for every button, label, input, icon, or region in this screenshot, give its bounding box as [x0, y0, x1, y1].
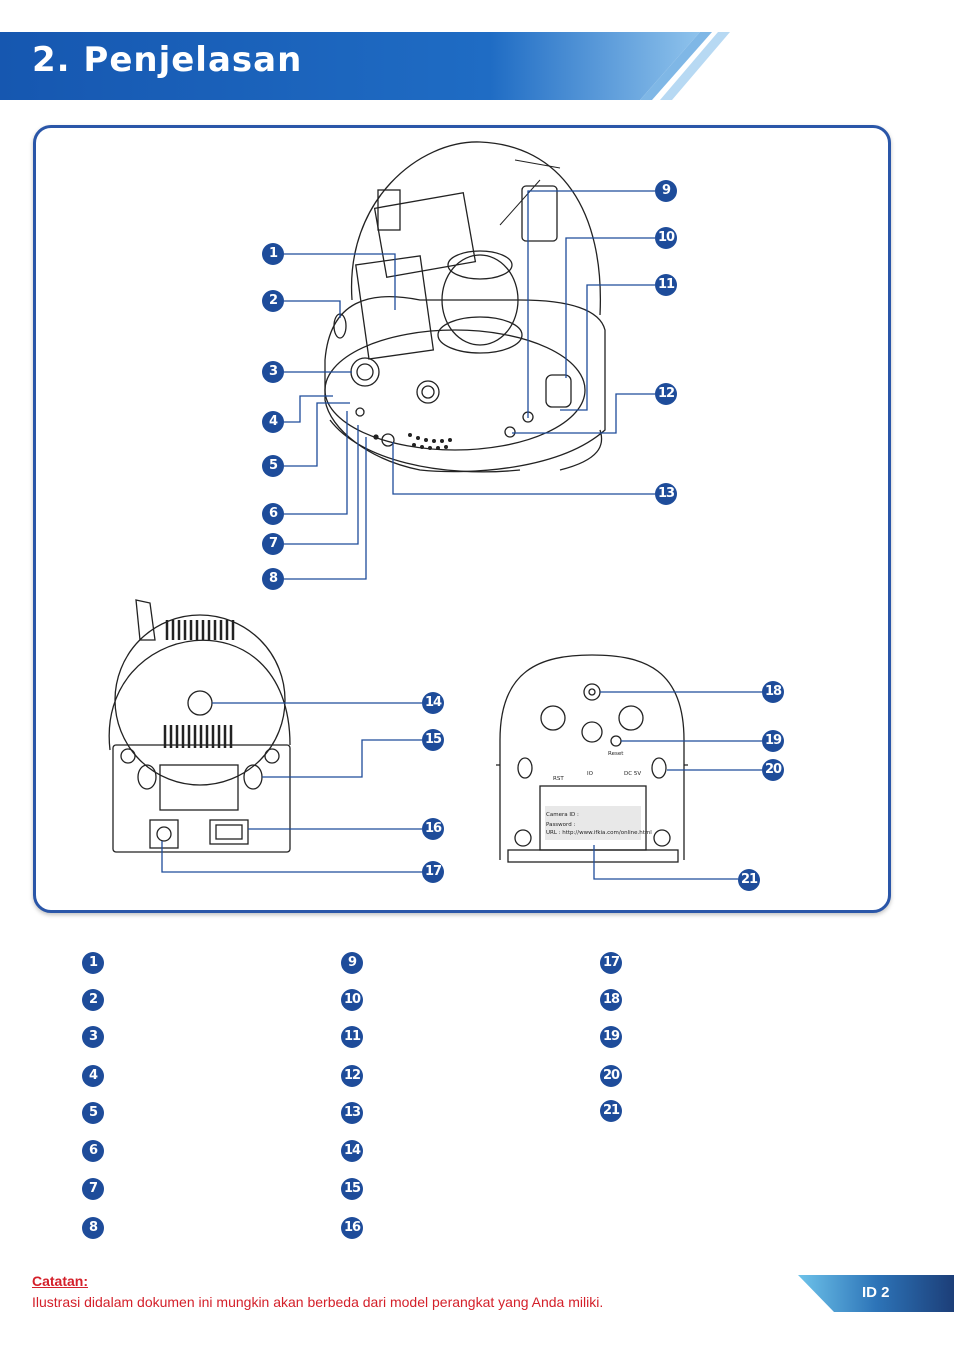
callout-1: 1 — [262, 243, 284, 265]
legend-badge-9: 9 — [341, 952, 363, 974]
legend-badge-1: 1 — [82, 952, 104, 974]
legend-badge-16: 16 — [341, 1217, 363, 1239]
page-title: 2. Penjelasan — [32, 40, 303, 80]
dc-label: DC 5V — [624, 771, 641, 777]
legend-badge-18: 18 — [600, 989, 622, 1011]
legend-badge-15: 15 — [341, 1178, 363, 1200]
callout-7: 7 — [262, 533, 284, 555]
callout-15: 15 — [422, 729, 444, 751]
diagram-frame — [33, 125, 891, 913]
callout-16: 16 — [422, 818, 444, 840]
callout-14: 14 — [422, 692, 444, 714]
callout-19: 19 — [762, 730, 784, 752]
legend-badge-10: 10 — [341, 989, 363, 1011]
callout-9: 9 — [655, 180, 677, 202]
legend-badge-13: 13 — [341, 1102, 363, 1124]
io-label: IO — [587, 771, 594, 777]
url-label: URL : http://www.ifkia.com/online.html — [546, 830, 652, 836]
legend-badge-2: 2 — [82, 989, 104, 1011]
callout-20: 20 — [762, 759, 784, 781]
callout-10: 10 — [655, 227, 677, 249]
camera-id-label: Camera ID : — [546, 812, 579, 818]
legend-badge-4: 4 — [82, 1065, 104, 1087]
legend-badge-3: 3 — [82, 1026, 104, 1048]
callout-8: 8 — [262, 568, 284, 590]
callout-2: 2 — [262, 290, 284, 312]
callout-12: 12 — [655, 383, 677, 405]
legend-badge-6: 6 — [82, 1140, 104, 1162]
callout-13: 13 — [655, 483, 677, 505]
callout-4: 4 — [262, 411, 284, 433]
password-label: Password : — [546, 822, 575, 828]
legend-badge-5: 5 — [82, 1102, 104, 1124]
legend-badge-17: 17 — [600, 952, 622, 974]
callout-21: 21 — [738, 869, 760, 891]
callout-5: 5 — [262, 455, 284, 477]
note-text: Ilustrasi didalam dokumen ini mungkin ak… — [32, 1294, 604, 1310]
reset-label: Reset — [608, 751, 624, 757]
callout-3: 3 — [262, 361, 284, 383]
page-number: ID 2 — [862, 1284, 890, 1301]
note-title: Catatan: — [32, 1273, 89, 1289]
callout-17: 17 — [422, 861, 444, 883]
legend-badge-11: 11 — [341, 1026, 363, 1048]
legend-badge-14: 14 — [341, 1140, 363, 1162]
legend-badge-7: 7 — [82, 1178, 104, 1200]
legend-badge-21: 21 — [600, 1100, 622, 1122]
legend-badge-12: 12 — [341, 1065, 363, 1087]
callout-11: 11 — [655, 274, 677, 296]
legend-badge-20: 20 — [600, 1065, 622, 1087]
callout-18: 18 — [762, 681, 784, 703]
legend-badge-19: 19 — [600, 1026, 622, 1048]
header-band — [0, 32, 730, 100]
rst-label: RST — [553, 776, 564, 782]
legend-badge-8: 8 — [82, 1217, 104, 1239]
callout-6: 6 — [262, 503, 284, 525]
page-tab — [798, 1275, 954, 1312]
